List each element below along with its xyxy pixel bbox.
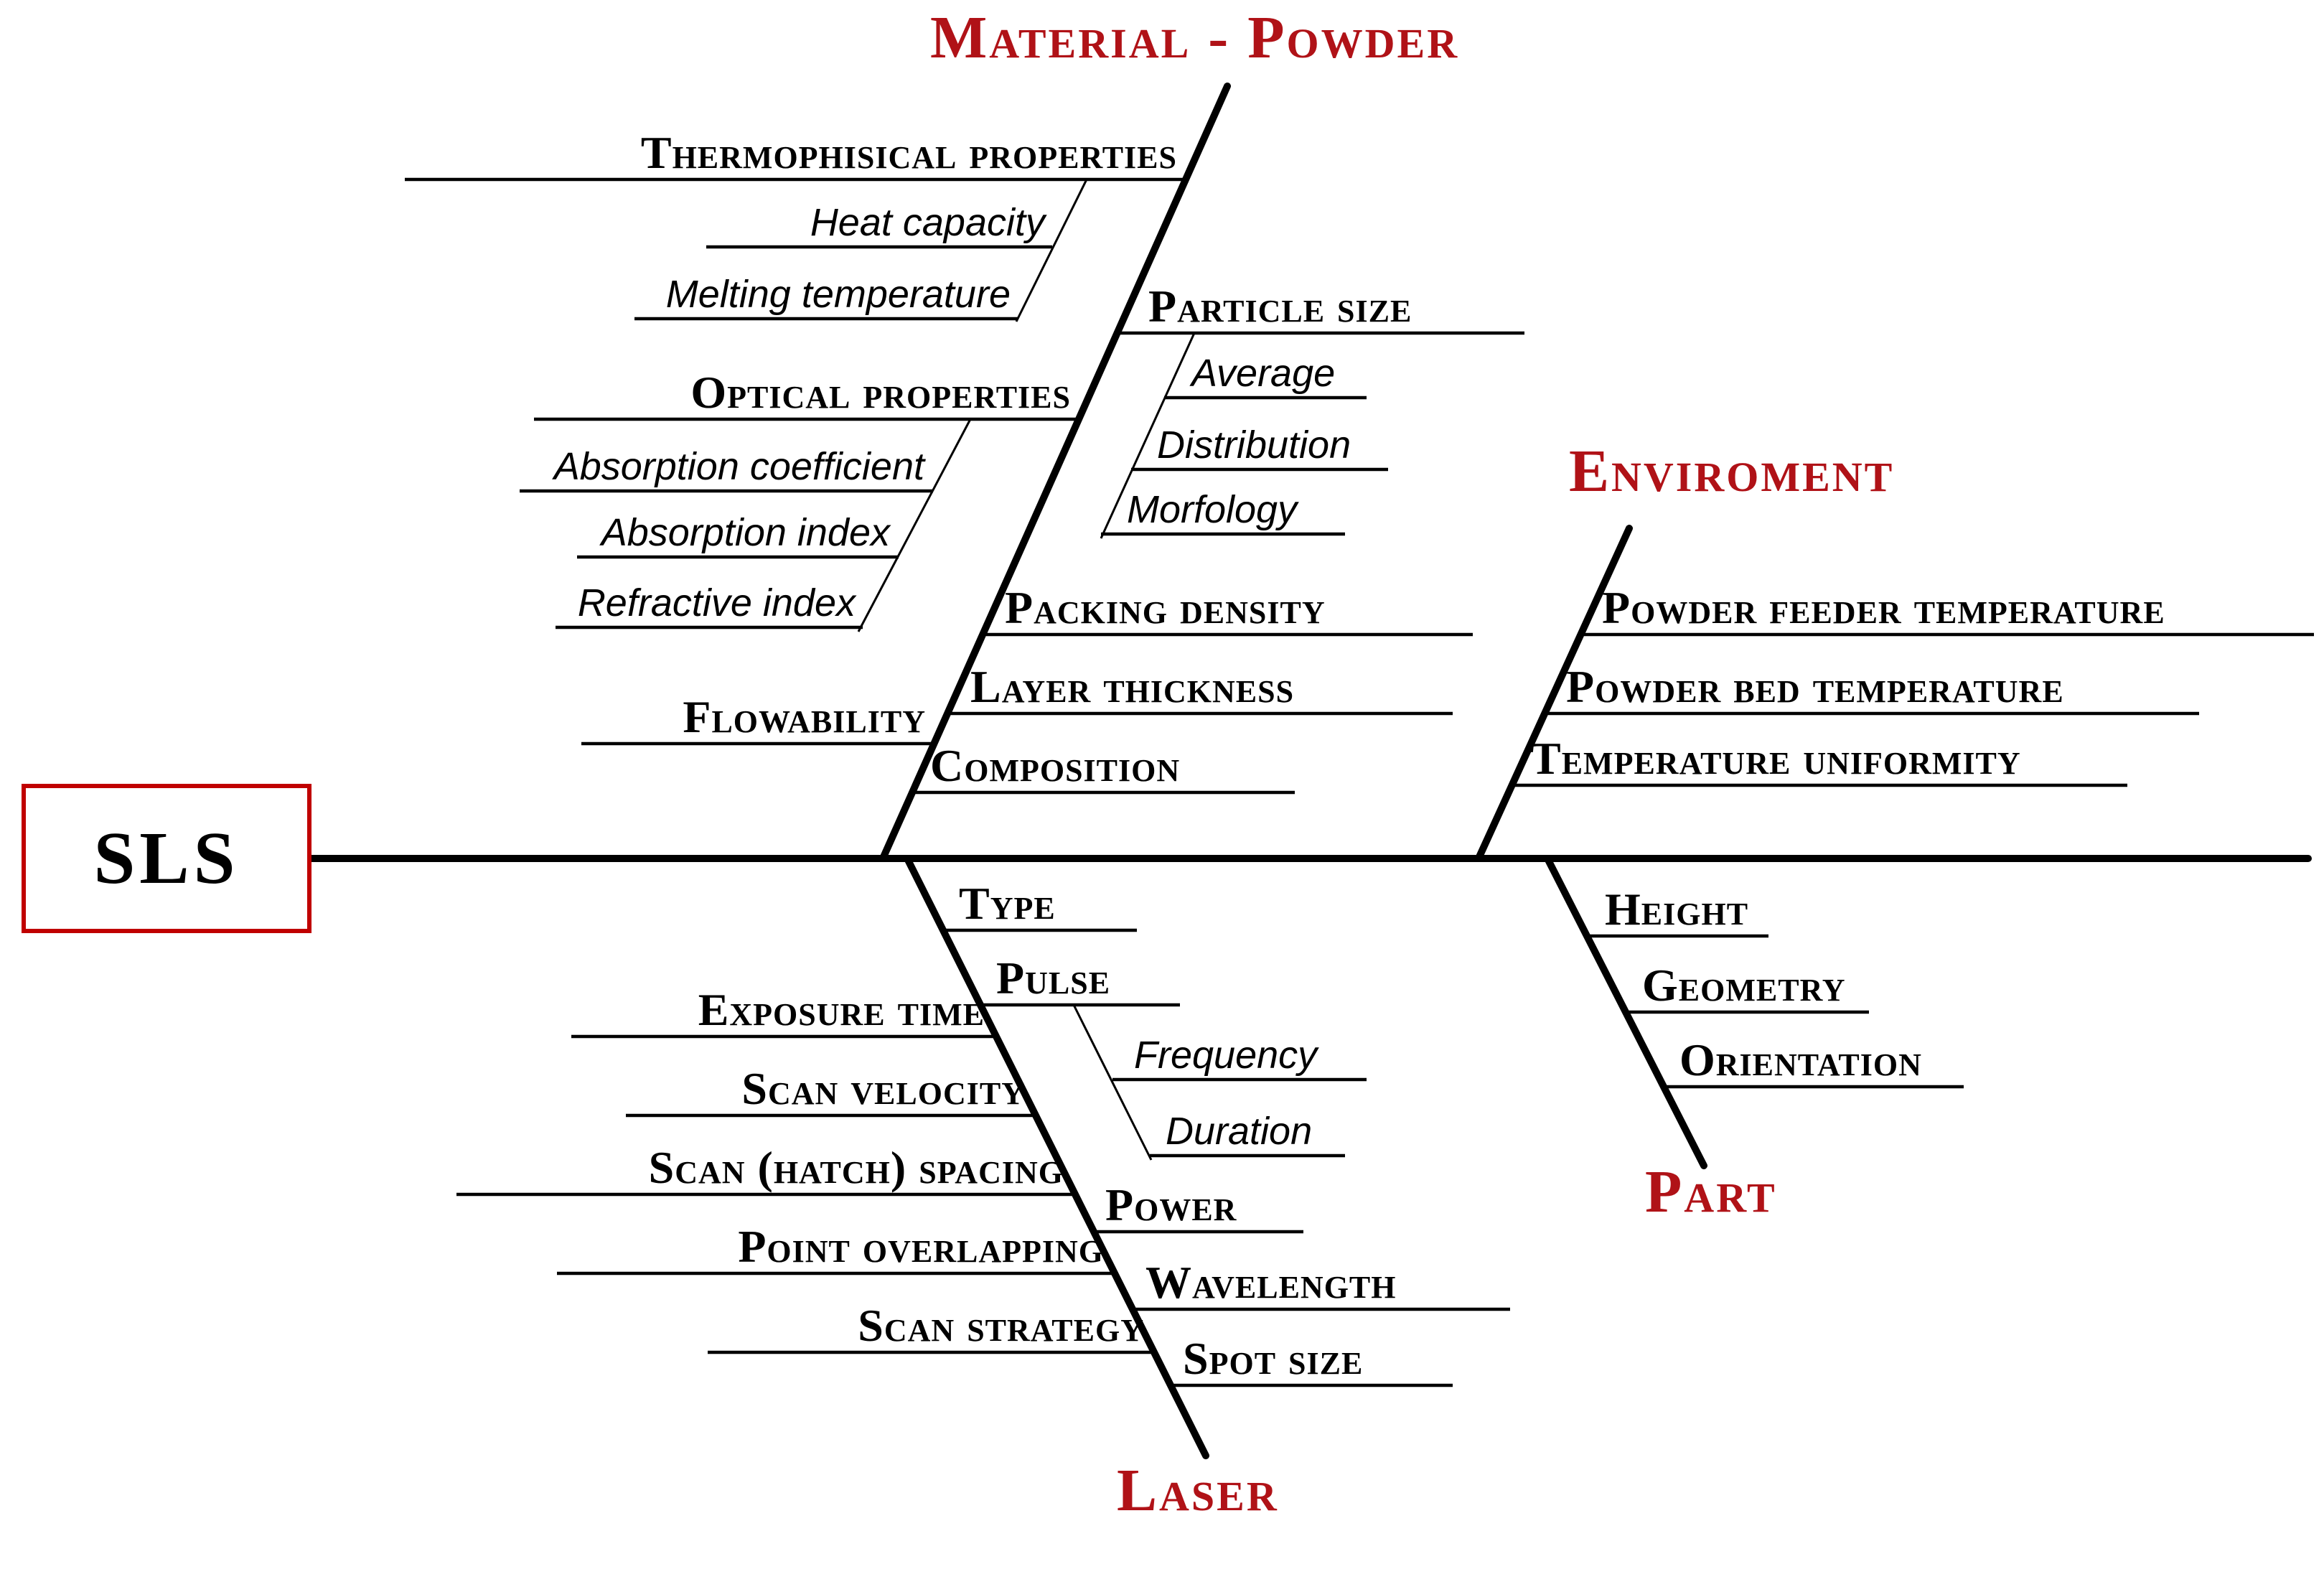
label-refractive-index: Refractive index (577, 581, 856, 624)
label-frequency: Frequency (1134, 1034, 1318, 1077)
label-exposure-time: Exposure time (698, 983, 985, 1035)
label-powder-feeder-temperature: Powder feeder temperature (1602, 581, 2165, 633)
label-wavelength: Wavelength (1145, 1256, 1397, 1308)
label-orientation: Orientation (1679, 1034, 1922, 1085)
effect-box: SLS (22, 784, 311, 933)
label-spot-size: Spot size (1183, 1332, 1364, 1384)
label-scan-strategy: Scan strategy (858, 1299, 1144, 1351)
label-absorption-index: Absorption index (601, 511, 890, 554)
label-scan-hatch-spacing: Scan (hatch) spacing (648, 1141, 1064, 1193)
label-particle-size: Particle size (1148, 280, 1412, 332)
material-branch-line (879, 83, 1231, 862)
label-pulse: Pulse (996, 952, 1111, 1003)
label-average: Average (1191, 352, 1336, 395)
label-absorption-coefficient: Absorption coefficient (553, 445, 924, 488)
part-branch-line (1544, 855, 1707, 1169)
label-powder-bed-temperature: Powder bed temperature (1566, 660, 2064, 712)
label-composition: Composition (930, 739, 1181, 791)
particle-size-connector-line (1100, 332, 1196, 539)
label-optical-properties: Optical properties (690, 366, 1071, 418)
enviroment-branch-title: Enviroment (1569, 439, 1895, 505)
label-scan-velocity: Scan velocity (741, 1062, 1025, 1114)
laser-branch-title: Laser (1117, 1459, 1279, 1525)
part-branch-title: Part (1645, 1160, 1777, 1226)
effect-label: SLS (93, 818, 240, 899)
enviroment-branch-line (1475, 525, 1633, 862)
label-thermophisical-properties: Thermophisical properties (640, 126, 1177, 178)
label-power: Power (1105, 1179, 1237, 1230)
thermophisical-connector-line (1015, 179, 1088, 322)
label-point-overlapping: Point overlapping (738, 1220, 1104, 1272)
label-flowability: Flowability (683, 691, 926, 742)
laser-branch-line (904, 855, 1209, 1459)
label-morfology: Morfology (1127, 488, 1298, 531)
label-packing-density: Packing density (1005, 581, 1326, 633)
material-branch-title: Material - Powder (930, 6, 1460, 72)
label-melting-temperature: Melting temperature (665, 273, 1011, 316)
optical-connector-line (857, 418, 972, 632)
label-height: Height (1605, 883, 1749, 935)
label-heat-capacity: Heat capacity (810, 201, 1045, 244)
label-layer-thickness: Layer thickness (970, 660, 1295, 712)
pulse-connector-line (1072, 1004, 1153, 1161)
label-distribution: Distribution (1157, 423, 1351, 467)
label-geometry: Geometry (1642, 959, 1846, 1011)
label-type: Type (959, 877, 1056, 929)
label-duration: Duration (1166, 1110, 1313, 1153)
label-temperature-uniformity: Temperature uniformity (1530, 732, 2021, 784)
